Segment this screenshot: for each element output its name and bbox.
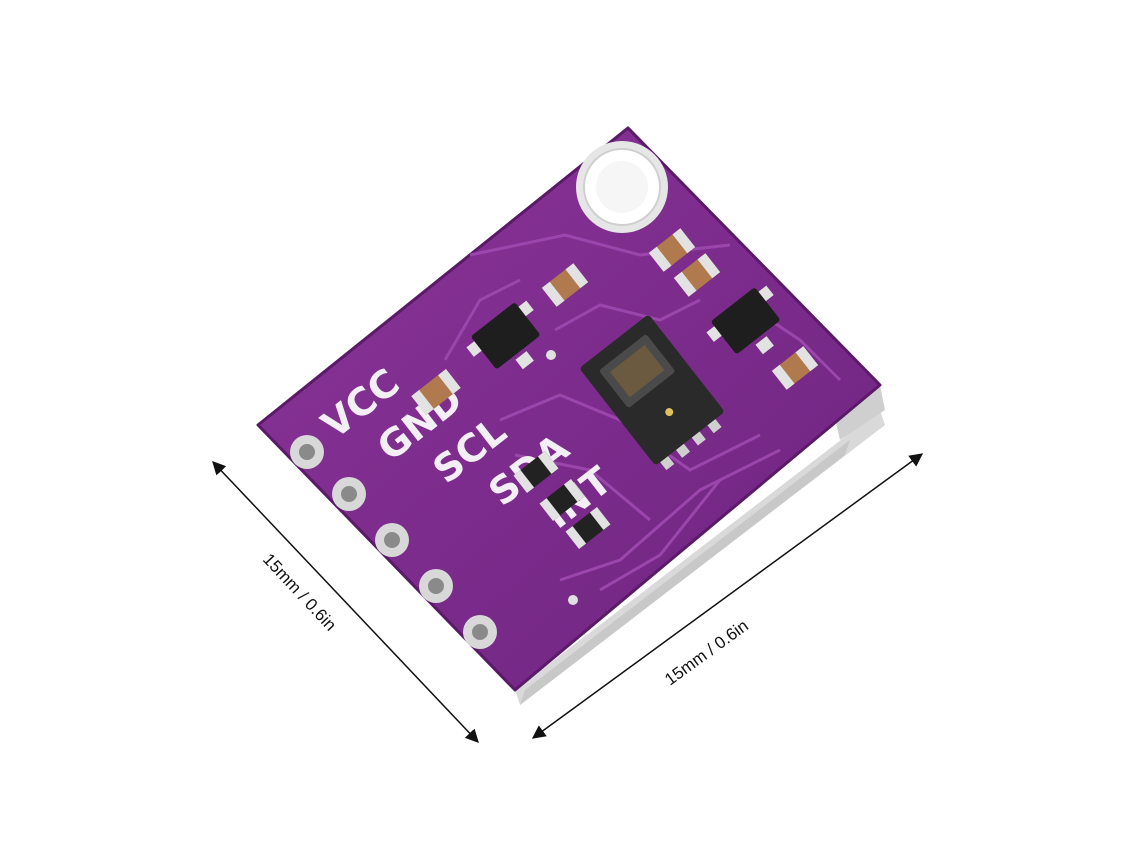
via (568, 595, 578, 605)
capacitor (541, 263, 589, 307)
pin-hole-gnd (332, 477, 366, 511)
pcb-side-edge-right (835, 385, 885, 440)
dimension-label-bottom: 15mm / 0.6in (661, 616, 752, 689)
pin-hole-sda (419, 569, 453, 603)
pin-hole-int (463, 615, 497, 649)
mosfet (706, 285, 780, 355)
capacitor (648, 228, 696, 272)
dimension-label-left: 15mm / 0.6in (259, 550, 340, 635)
voltage-regulator (466, 300, 540, 370)
dimension-arrow-left (212, 461, 479, 743)
sensor-chip (580, 315, 724, 471)
capacitor (771, 346, 819, 390)
capacitor (411, 368, 461, 416)
via (546, 350, 556, 360)
capacitor (673, 253, 721, 297)
pin-hole-scl (375, 523, 409, 557)
mounting-hole (576, 141, 668, 233)
dimension-arrow-bottom (531, 453, 924, 739)
pin-hole-vcc (290, 435, 324, 469)
